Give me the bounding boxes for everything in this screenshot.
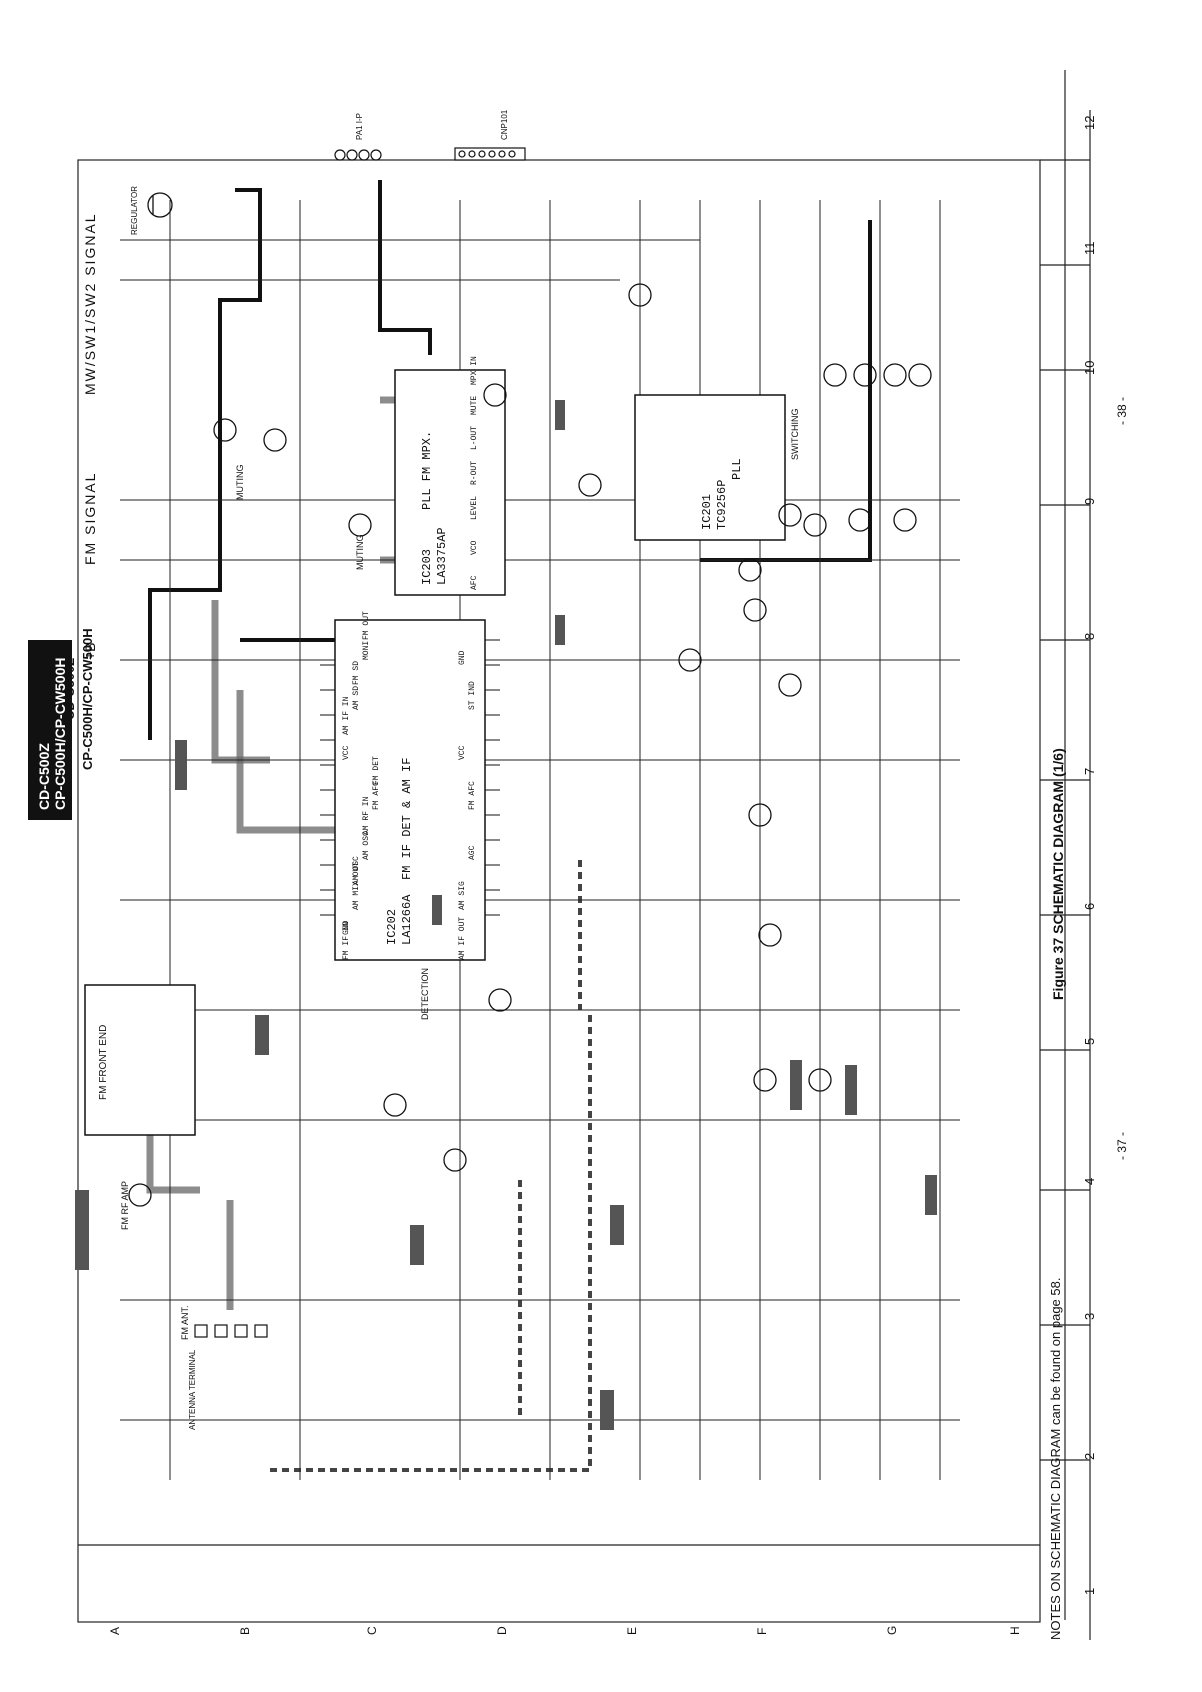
legend-fm-signal: FM SIGNAL [82, 471, 98, 565]
grid-col-label: 2 [1082, 1452, 1097, 1460]
ic203-pin-label: LEVEL [470, 495, 479, 520]
grid-col-label: 8 [1082, 632, 1097, 640]
grid-row-label: B [238, 1626, 252, 1635]
ic201-name: IC201 [700, 493, 714, 530]
ic201-desc: PLL [730, 458, 744, 480]
grid-row-label: A [108, 1626, 122, 1635]
ic202-desc: FM IF DET & AM IF [400, 757, 414, 880]
ic202-pin-label: AM IF OUT [458, 916, 467, 960]
detection-label: DETECTION [420, 967, 430, 1020]
fm-rf-amp-label: FM RF AMP [120, 1181, 130, 1230]
ic202-pin-label: FM DET [372, 756, 381, 785]
page-number-right: - 38 - [1115, 396, 1129, 425]
grid-row-label: D [495, 1626, 509, 1635]
notes-text: NOTES ON SCHEMATIC DIAGRAM can be found … [1048, 1277, 1063, 1640]
grid-row-label: E [625, 1626, 639, 1635]
ic203-pin-label: MUTE [470, 395, 479, 415]
ic201-part: TC9256P [715, 479, 729, 530]
ic202-pin-label: AM OSC [352, 856, 361, 885]
cnp101-connector [454, 147, 526, 161]
ic203-desc: PLL FM MPX. [420, 430, 434, 510]
ic202-pin-label: AM IF IN [342, 696, 351, 735]
ic202-pin-label: AM SD [352, 685, 361, 710]
regulator-label: REGULATOR [130, 185, 139, 235]
grid-ticks [1040, 159, 1090, 1461]
ic202-pin-label: FM OUT [362, 611, 371, 640]
ic202-pin-label: GND [342, 920, 351, 935]
ic202-pin-label: VCC [342, 745, 351, 760]
fm-front-end-box [84, 984, 196, 1136]
transistor-symbols [128, 283, 932, 1207]
grid-row-label: G [885, 1625, 899, 1635]
ic202-pin-label: GND [458, 650, 467, 665]
legend-mw-signal: MW/SW1/SW2 SIGNAL [82, 212, 98, 395]
ic203-pin-label: VCO [470, 540, 479, 555]
switching-label: SWITCHING [790, 408, 800, 461]
grid-col-label: 10 [1082, 360, 1097, 375]
ic202-pin-label: FM AFC [468, 781, 477, 810]
grid-col-label: 5 [1082, 1037, 1097, 1045]
ic202-pin-label: VCC [458, 745, 467, 760]
ic202-pin-label: MONI [362, 640, 371, 660]
ic203-pin-label: MPX IN [470, 356, 479, 385]
muting-label-1: MUTING [235, 464, 245, 501]
ic203-pin-label: L-OUT [470, 425, 479, 450]
header-model-1: CD-C500Z [62, 657, 77, 720]
ic202-pin-label: FM SD [352, 660, 361, 685]
ic203-body [394, 369, 506, 596]
ic203-pin-label: R-OUT [470, 460, 479, 485]
wiring [120, 200, 960, 1480]
ic203-name: IC203 [420, 548, 434, 585]
ic202-pin-label: AM RF IN [362, 796, 371, 835]
page-number-left: - 37 - [1115, 1131, 1129, 1160]
grid-col-label: 6 [1082, 902, 1097, 910]
ic202-pin-label: ST IND [468, 681, 477, 710]
ic203-part: LA3375AP [435, 527, 449, 585]
title-block-model-line1: CD-C500Z [36, 743, 52, 810]
schematic-frame [77, 159, 1041, 1623]
grid-col-label: 4 [1082, 1177, 1097, 1185]
cnp101-label: CNP101 [500, 109, 509, 140]
pa1-connector [334, 149, 382, 161]
ic202-body [320, 619, 500, 961]
grid-row-label: H [1008, 1626, 1022, 1635]
coil-blocks [75, 400, 937, 1430]
ic203-pin-label: AFC [470, 575, 479, 590]
grid-row-label: F [755, 1627, 769, 1635]
antenna-terminal-label: ANTENNA TERMINAL [188, 1349, 197, 1430]
muting-label-2: MUTING [355, 534, 365, 571]
grid-col-label: 9 [1082, 497, 1097, 505]
figure-caption: Figure 37 SCHEMATIC DIAGRAM (1/6) [1050, 748, 1066, 1000]
grid-row-label: C [365, 1626, 379, 1635]
grid-col-label: 11 [1082, 241, 1097, 256]
grid-col-label: 3 [1082, 1312, 1097, 1320]
legend-b-plus: +B [82, 642, 98, 660]
title-block: CD-C500Z CP-C500H/CP-CW500H [28, 640, 72, 820]
antenna-terminal-symbol [194, 1324, 268, 1338]
fm-ant-label: FM ANT. [180, 1305, 190, 1340]
regulator-transistor-symbol [147, 192, 173, 218]
grid-col-label: 7 [1082, 767, 1097, 775]
ic202-pin-label: AM OSC [362, 831, 371, 860]
grid-col-label: 1 [1082, 1587, 1097, 1595]
ic202-pin-label: FM AFC [372, 781, 381, 810]
ic202-name: IC202 [385, 908, 399, 945]
ic202-pin-label: AGC [468, 845, 477, 860]
ic202-pin-label: AM SIG [458, 881, 467, 910]
ic202-part: LA1266A [400, 894, 414, 945]
ic201-body [634, 394, 786, 541]
pa1-label: PA1 I-P [355, 113, 364, 140]
fm-front-end-label: FM FRONT END [98, 1024, 109, 1100]
grid-col-label: 12 [1082, 115, 1097, 130]
